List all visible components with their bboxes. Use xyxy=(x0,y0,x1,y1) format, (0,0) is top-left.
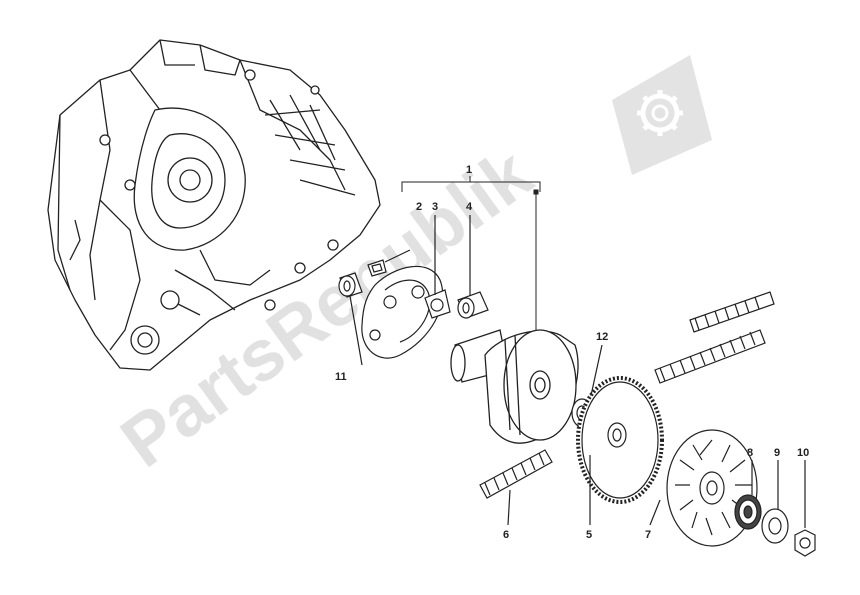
part-9-washer xyxy=(761,460,789,544)
gear-flag-icon xyxy=(612,55,712,175)
group-bracket-1 xyxy=(401,176,541,335)
part-2-clip xyxy=(367,249,411,277)
callout-12: 12 xyxy=(596,331,608,343)
callout-2: 2 xyxy=(416,201,422,213)
crankcase-housing xyxy=(47,39,381,371)
callout-7: 7 xyxy=(645,529,651,541)
part-5-starter-gear xyxy=(576,376,664,525)
callout-5: 5 xyxy=(586,529,592,541)
callout-3: 3 xyxy=(432,201,438,213)
callout-labels: 1 2 3 4 5 6 7 8 9 10 11 12 xyxy=(335,164,809,541)
part-3-ramp-plate xyxy=(361,215,451,359)
part-11-bushing xyxy=(338,272,363,366)
part-6-belt xyxy=(479,449,553,526)
callout-1: 1 xyxy=(466,164,472,176)
part-7-fan-face xyxy=(649,429,758,547)
part-10-nut xyxy=(794,460,816,557)
callout-11: 11 xyxy=(335,371,347,383)
part-8-bearing xyxy=(734,460,762,530)
part-1-variator-pulley xyxy=(450,329,579,444)
part-4-sleeve xyxy=(457,215,489,319)
callout-9: 9 xyxy=(774,447,780,459)
callout-4: 4 xyxy=(466,201,473,213)
belt-upper-segments xyxy=(654,291,775,384)
callout-6: 6 xyxy=(503,529,509,541)
callout-10: 10 xyxy=(797,447,809,459)
callout-8: 8 xyxy=(747,447,753,459)
